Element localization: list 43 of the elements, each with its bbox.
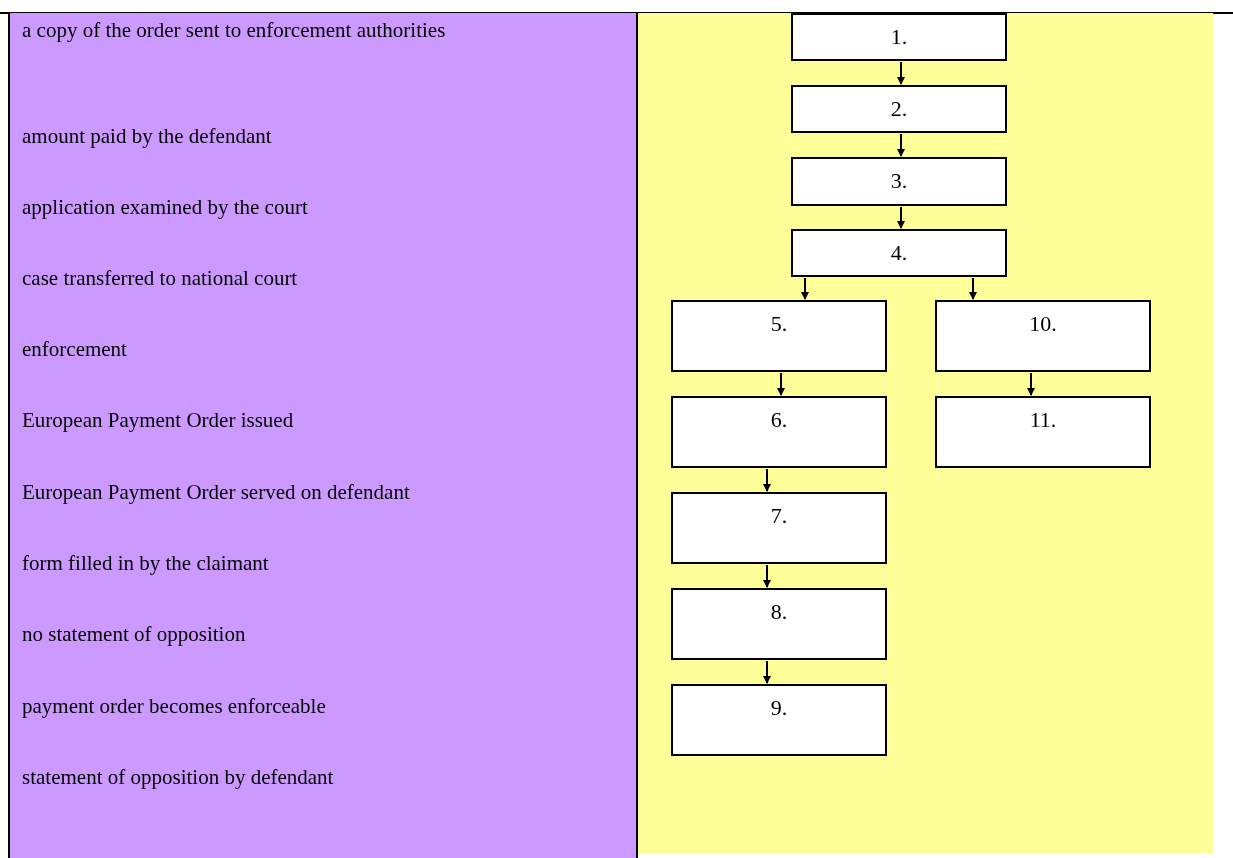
arrow (897, 133, 905, 157)
arrow (763, 468, 771, 492)
process-box (935, 396, 1151, 468)
list-item-text: form filled in by the claimant (22, 553, 270, 574)
list-item-text: a copy of the order sent to enforcement authorities (22, 20, 447, 41)
step-number: 3. (890, 169, 908, 193)
list-item-text: statement of opposition by defendant (22, 767, 335, 788)
arrow (801, 277, 809, 300)
step-number: 6. (770, 408, 788, 432)
process-box (671, 588, 887, 660)
process-box (791, 229, 1007, 277)
list-item-text: application examined by the court (22, 197, 309, 218)
list-item-text: case transferred to national court (22, 268, 299, 289)
step-number: 9. (770, 696, 788, 720)
process-box (671, 396, 887, 468)
list-item-text: enforcement (22, 339, 128, 360)
arrow (1027, 372, 1035, 396)
arrow (777, 372, 785, 396)
step-number: 2. (890, 97, 908, 121)
list-item-text: European Payment Order served on defendant (22, 482, 411, 503)
step-number: 5. (770, 312, 788, 336)
process-box (671, 492, 887, 564)
step-number: 10. (1029, 312, 1057, 336)
arrow (763, 564, 771, 588)
process-box (791, 157, 1007, 206)
process-box (671, 300, 887, 372)
list-item-text: no statement of opposition (22, 624, 247, 645)
arrow (969, 277, 977, 300)
arrow (763, 660, 771, 684)
list-item-text: European Payment Order issued (22, 410, 295, 431)
step-number: 8. (770, 600, 788, 624)
process-box (671, 684, 887, 756)
list-item-text: amount paid by the defendant (22, 126, 273, 147)
process-box (791, 85, 1007, 133)
step-number: 4. (890, 241, 908, 265)
arrow (897, 61, 905, 85)
list-item-text: payment order becomes enforceable (22, 696, 327, 717)
step-number: 7. (770, 504, 788, 528)
arrow (897, 206, 905, 229)
step-number: 1. (890, 25, 908, 49)
process-box (791, 13, 1007, 61)
step-number: 11. (1029, 408, 1057, 432)
process-box (935, 300, 1151, 372)
